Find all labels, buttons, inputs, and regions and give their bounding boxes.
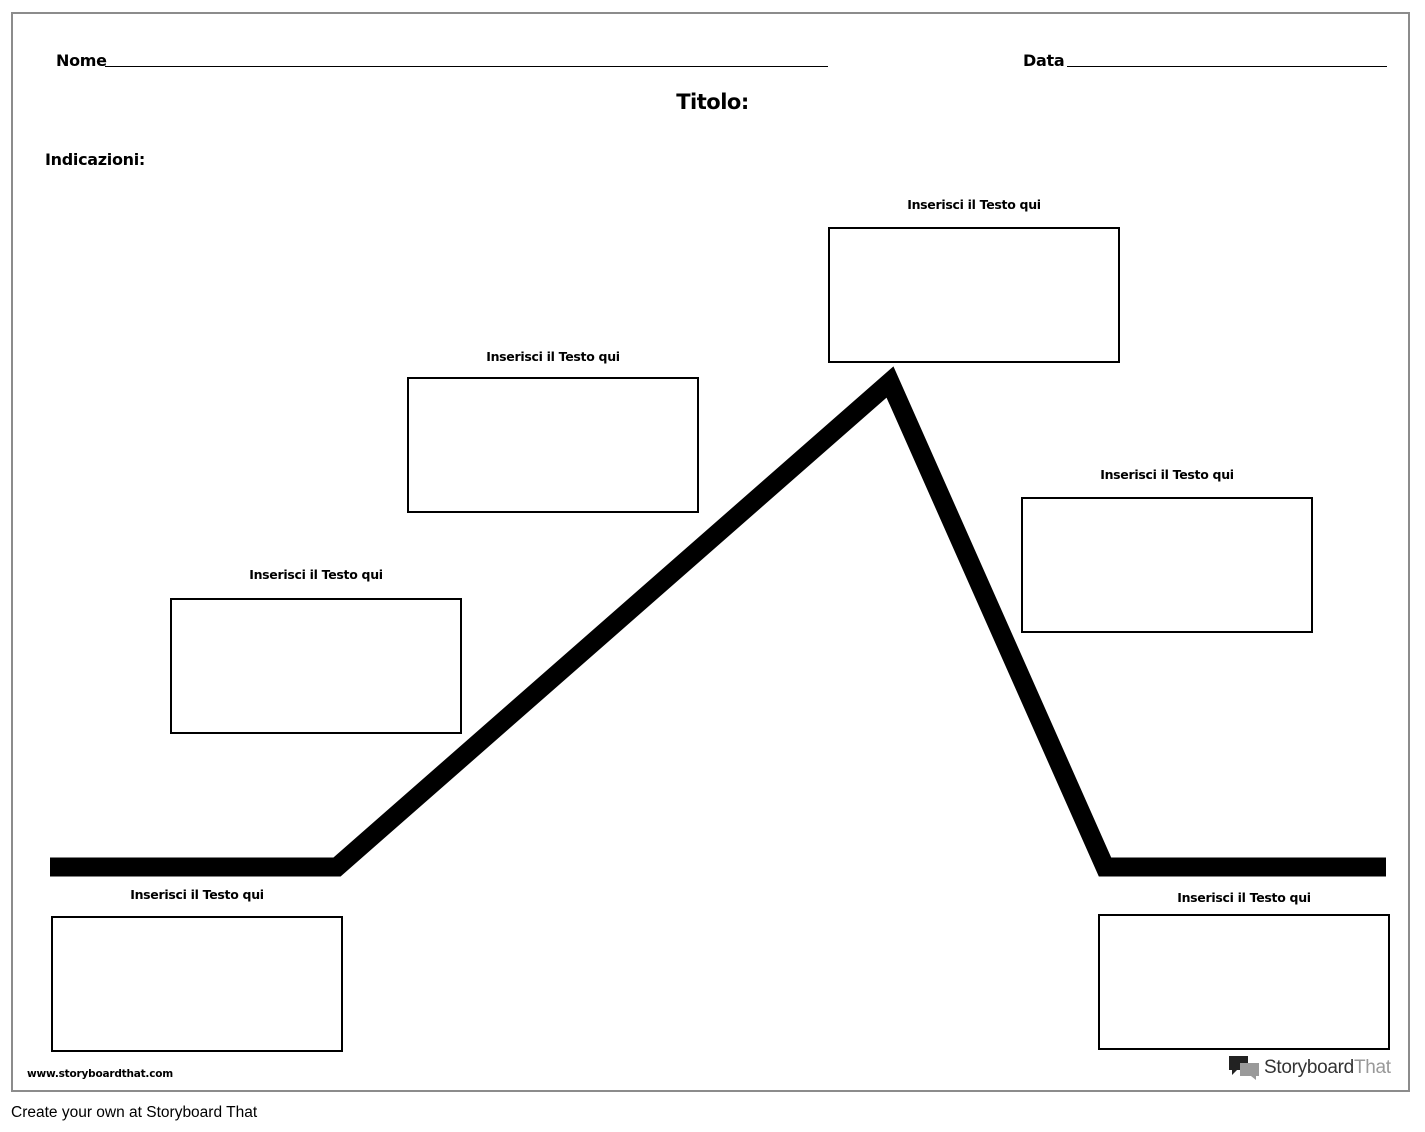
name-label: Nome [56,51,107,70]
exposition-box-label: Inserisci il Testo qui [130,887,264,902]
falling-action-text-box[interactable] [1021,497,1313,633]
exposition-text-box[interactable] [51,916,343,1052]
rising-action-2-box-label: Inserisci il Testo qui [486,349,620,364]
worksheet-title: Titolo: [676,90,749,114]
name-line [105,66,828,67]
rising-action-1-box-label: Inserisci il Testo qui [249,567,383,582]
directions-label: Indicazioni: [45,150,146,169]
footer-link[interactable]: Create your own at Storyboard That [11,1104,258,1121]
storyboardthat-logo: StoryboardThat [1228,1055,1391,1081]
date-line [1067,66,1387,67]
rising-action-1-text-box[interactable] [170,598,462,734]
climax-box-label: Inserisci il Testo qui [907,197,1041,212]
date-label: Data [1023,51,1065,70]
resolution-text-box[interactable] [1098,914,1390,1050]
brand-name: StoryboardThat [1264,1057,1391,1078]
climax-text-box[interactable] [828,227,1120,363]
site-url: www.storyboardthat.com [27,1068,173,1080]
rising-action-2-text-box[interactable] [407,377,699,513]
plot-arc-line [50,366,1386,877]
resolution-box-label: Inserisci il Testo qui [1177,890,1311,905]
speech-bubbles-icon [1229,1056,1259,1080]
falling-action-box-label: Inserisci il Testo qui [1100,467,1234,482]
